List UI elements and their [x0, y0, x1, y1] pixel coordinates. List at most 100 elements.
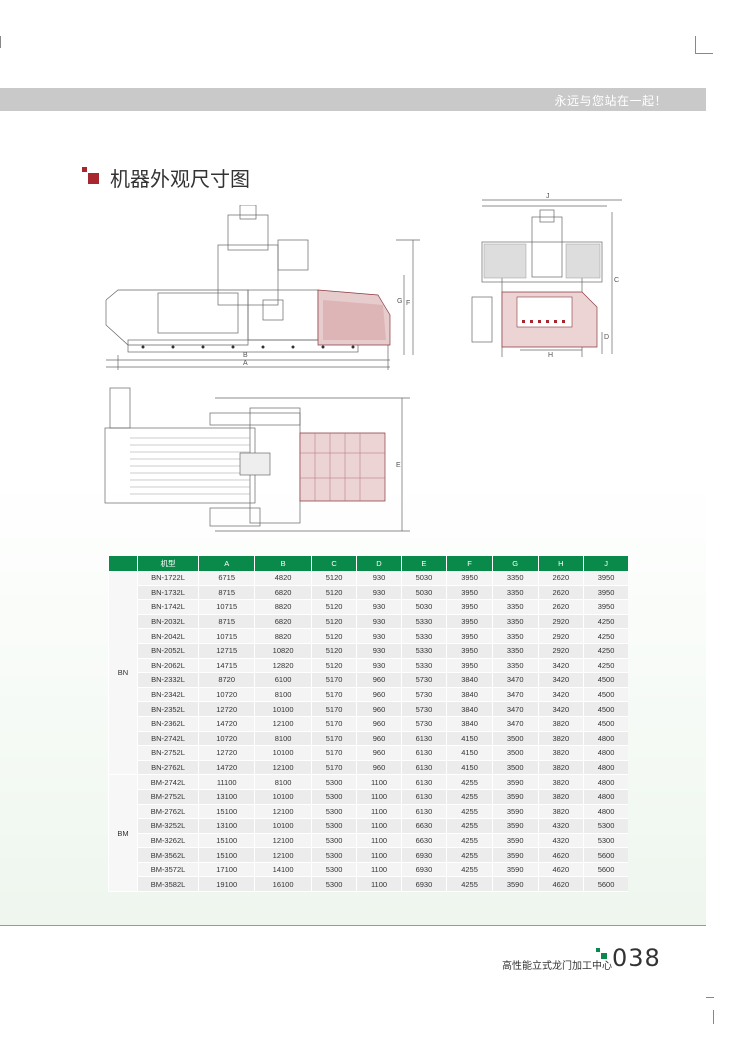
table-cell: 6130	[400, 789, 447, 805]
table-cell: 930	[356, 585, 402, 601]
table-cell: 4320	[537, 818, 584, 834]
table-cell: 3950	[446, 599, 493, 615]
table-cell: 3350	[491, 628, 538, 644]
table-cell: 3350	[491, 585, 538, 601]
table-cell: 14720	[197, 760, 255, 776]
table-cell: 3420	[537, 687, 584, 703]
table-cell: 12100	[254, 760, 312, 776]
table-cell: 3950	[446, 643, 493, 659]
table-cell: 8715	[197, 614, 255, 630]
table-cell: 14100	[254, 862, 312, 878]
table-cell: 3950	[583, 585, 628, 601]
table-cell: 3590	[491, 847, 538, 863]
table-cell: 5300	[310, 774, 357, 790]
table-cell: 12100	[254, 804, 312, 820]
table-cell: 1100	[356, 833, 402, 849]
table-cell: 3590	[491, 818, 538, 834]
table-header-cell: 机型	[137, 556, 199, 571]
model-cell: BN-2062L	[137, 658, 199, 674]
table-cell: 4150	[446, 745, 493, 761]
table-cell: 17100	[197, 862, 255, 878]
table-cell: 6130	[400, 760, 447, 776]
table-cell: 6130	[400, 745, 447, 761]
crop-mark-top-right-h	[695, 53, 713, 54]
table-cell: 10720	[197, 731, 255, 747]
table-cell: 12820	[254, 658, 312, 674]
table-group-label: BN	[108, 571, 138, 776]
table-cell: 3820	[537, 745, 584, 761]
table-cell: 3950	[446, 571, 493, 586]
machine-side-view-drawing: B A G F	[105, 205, 420, 370]
model-cell: BN-2362L	[137, 716, 199, 732]
dim-label-e: E	[396, 462, 401, 469]
dim-label-c: C	[614, 277, 619, 284]
table-header-cell: B	[254, 556, 312, 571]
table-cell: 14715	[197, 658, 255, 674]
table-cell: 1100	[356, 847, 402, 863]
table-cell: 5730	[400, 672, 447, 688]
table-cell: 3950	[446, 658, 493, 674]
model-cell: BN-1732L	[137, 585, 199, 601]
table-cell: 5600	[583, 862, 628, 878]
table-cell: 4150	[446, 760, 493, 776]
table-cell: 4255	[446, 862, 493, 878]
table-cell: 6130	[400, 731, 447, 747]
model-cell: BM-3562L	[137, 847, 199, 863]
page-number: 038	[612, 944, 661, 972]
table-cell: 19100	[197, 876, 255, 893]
table-cell: 1100	[356, 774, 402, 790]
table-cell: 12720	[197, 701, 255, 717]
table-cell: 5730	[400, 687, 447, 703]
table-cell: 3950	[583, 571, 628, 586]
table-header-cell	[108, 556, 138, 571]
crop-mark-left	[0, 36, 1, 48]
table-cell: 5300	[583, 818, 628, 834]
table-cell: 4255	[446, 774, 493, 790]
table-cell: 4620	[537, 862, 584, 878]
model-cell: BM-2752L	[137, 789, 199, 805]
section-title: 机器外观尺寸图	[110, 167, 250, 191]
table-cell: 3590	[491, 862, 538, 878]
table-cell: 960	[356, 760, 402, 776]
table-cell: 13100	[197, 818, 255, 834]
table-cell: 5730	[400, 716, 447, 732]
table-header-cell: F	[446, 556, 493, 571]
table-cell: 10720	[197, 687, 255, 703]
table-cell: 4255	[446, 804, 493, 820]
table-cell: 3590	[491, 774, 538, 790]
table-cell: 5170	[310, 716, 357, 732]
model-cell: BM-3262L	[137, 833, 199, 849]
table-cell: 10100	[254, 701, 312, 717]
model-cell: BM-3252L	[137, 818, 199, 834]
table-cell: 5170	[310, 687, 357, 703]
table-cell: 4255	[446, 847, 493, 863]
table-cell: 3590	[491, 833, 538, 849]
table-cell: 5330	[400, 643, 447, 659]
square-bullet-icon	[82, 166, 104, 189]
table-cell: 8820	[254, 599, 312, 615]
table-cell: 5120	[310, 658, 357, 674]
table-cell: 3950	[446, 585, 493, 601]
table-header-row: 机型 A B C D E F G H J	[108, 556, 628, 571]
table-cell: 2920	[537, 614, 584, 630]
table-header-cell: A	[197, 556, 255, 571]
table-cell: 5170	[310, 672, 357, 688]
model-cell: BN-2762L	[137, 760, 199, 776]
section-heading: 机器外观尺寸图	[82, 163, 250, 192]
dim-label-h: H	[548, 352, 553, 359]
table-cell: 930	[356, 599, 402, 615]
model-cell: BM-3572L	[137, 862, 199, 878]
table-cell: 5120	[310, 614, 357, 630]
table-cell: 4800	[583, 731, 628, 747]
table-cell: 4820	[254, 571, 312, 586]
table-cell: 3350	[491, 571, 538, 586]
table-cell: 1100	[356, 804, 402, 820]
table-cell: 5170	[310, 745, 357, 761]
